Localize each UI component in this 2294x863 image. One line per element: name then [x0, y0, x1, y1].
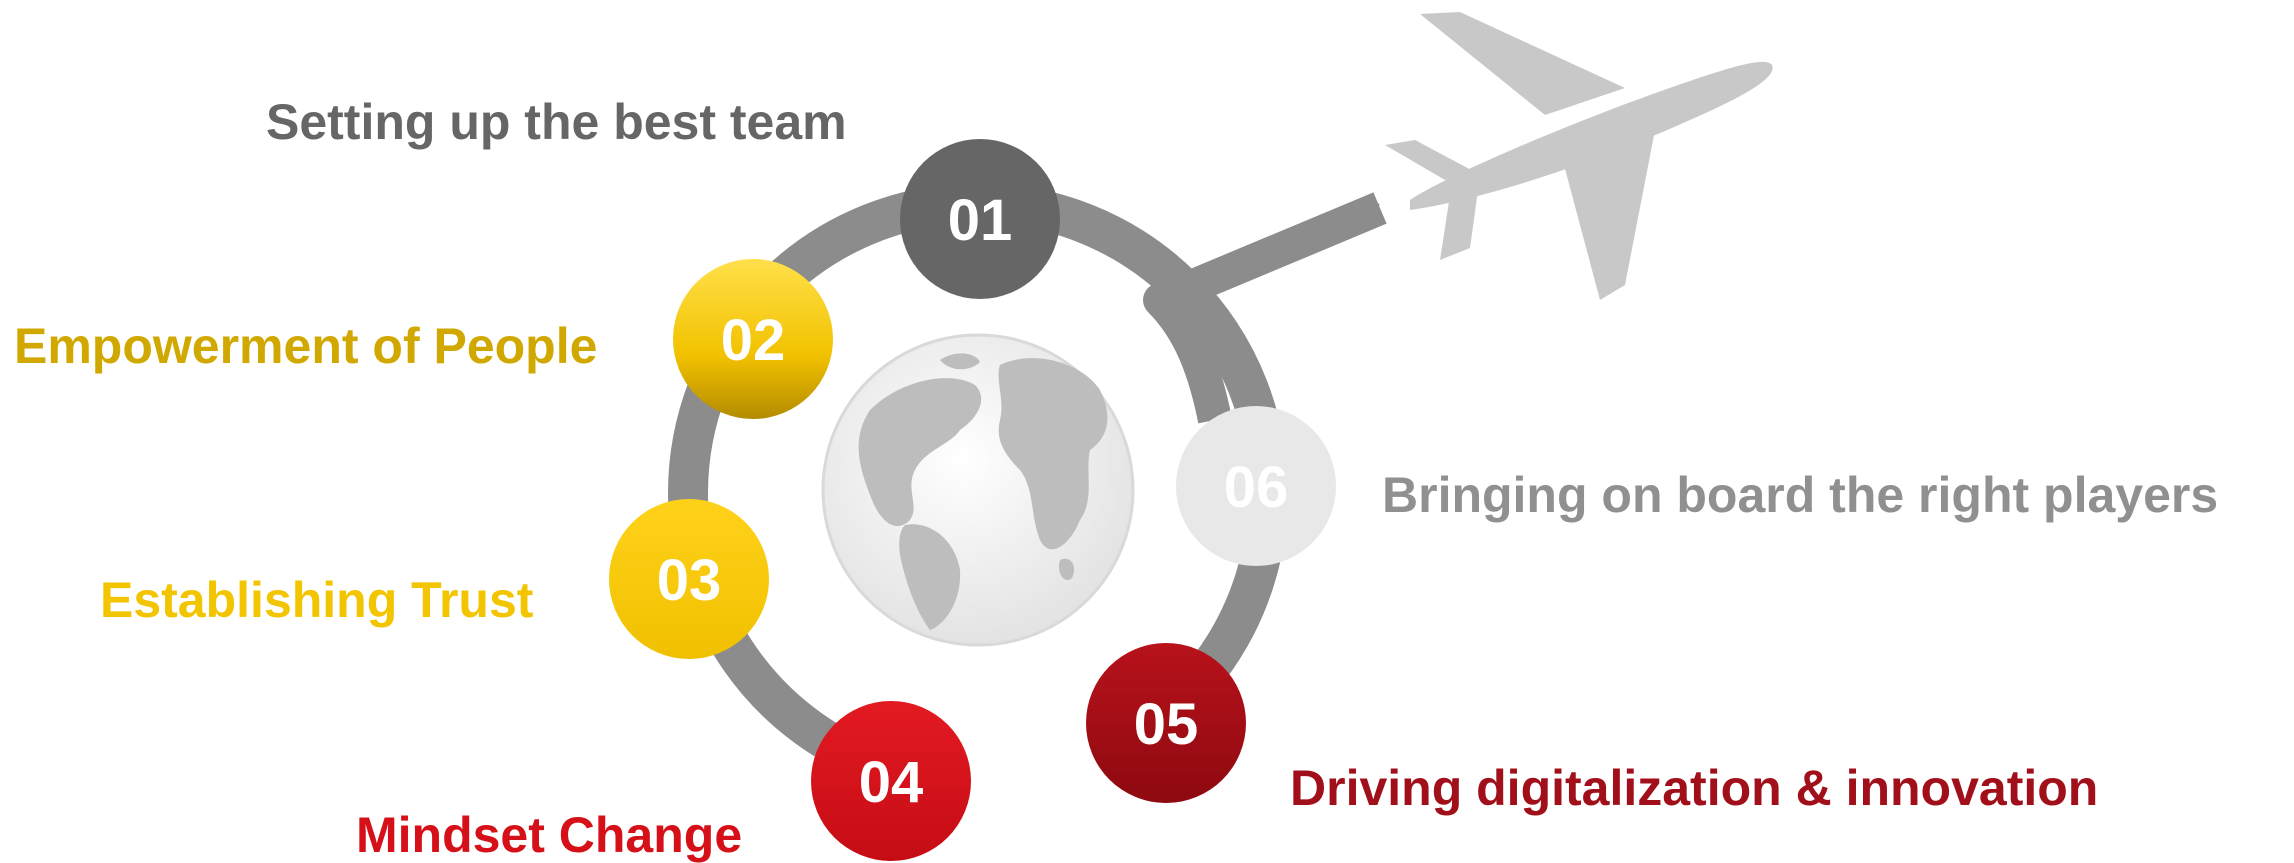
airplane-icon: [1385, 12, 1773, 300]
step-03-number: 03: [657, 548, 722, 613]
step-03: 03: [609, 499, 769, 659]
step-04: 04: [811, 701, 971, 861]
step-03-label: Establishing Trust: [100, 572, 534, 628]
step-04-number: 04: [859, 750, 924, 815]
globe-icon: [821, 333, 1135, 647]
step-02-label: Empowerment of People: [14, 318, 598, 374]
step-06-label: Bringing on board the right players: [1382, 467, 2219, 523]
step-06: 06: [1176, 406, 1336, 566]
step-06-number: 06: [1224, 455, 1289, 520]
step-01: 01: [900, 139, 1060, 299]
step-01-number: 01: [948, 188, 1013, 253]
step-02-number: 02: [721, 308, 786, 373]
step-02: 02: [673, 259, 833, 419]
step-05-number: 05: [1134, 692, 1199, 757]
step-05-label: Driving digitalization & innovation: [1290, 760, 2099, 816]
step-04-label: Mindset Change: [356, 807, 743, 863]
step-01-label: Setting up the best team: [266, 94, 847, 150]
step-05: 05: [1086, 643, 1246, 803]
